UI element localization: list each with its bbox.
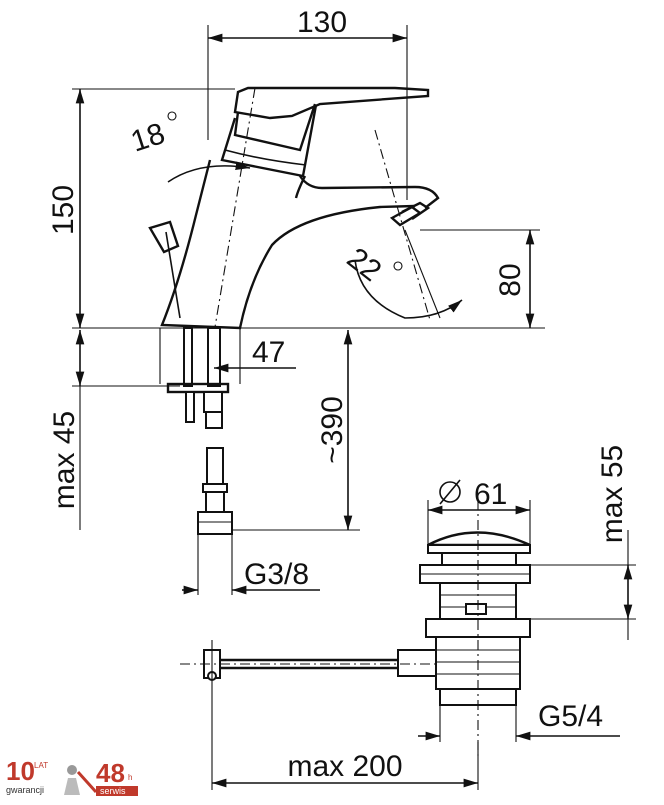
- dimension-g38: G3/8: [182, 534, 320, 595]
- degree-icon: [167, 111, 177, 121]
- lift-rod: [180, 640, 440, 790]
- dim-47-label: 47: [252, 336, 285, 369]
- dim-130-label: 130: [297, 6, 347, 39]
- dim-150-label: 150: [47, 185, 80, 235]
- angle-18-label: 18: [127, 117, 169, 159]
- dimension-diameter-61: 61: [427, 478, 531, 545]
- service-badge: 48 h serwis: [64, 758, 138, 796]
- diameter-icon: [439, 479, 461, 505]
- warranty-label: gwarancji: [6, 785, 44, 795]
- warranty-unit: LAT: [34, 761, 48, 770]
- dimension-max-200: max 200: [212, 742, 479, 790]
- dim-80-label: 80: [494, 263, 527, 296]
- warranty-badge: 10 LAT gwarancji: [6, 756, 48, 795]
- dimension-130: 130: [207, 6, 408, 200]
- dim-g38-label: G3/8: [244, 558, 309, 591]
- degree-icon: [393, 261, 403, 271]
- tailpieces: [159, 327, 241, 429]
- angle-22-label: 22: [341, 242, 388, 289]
- angle-22: 22: [341, 229, 463, 319]
- dimension-150: 150: [47, 88, 235, 328]
- dimension-390: ~390: [230, 330, 360, 531]
- dim-max200-label: max 200: [287, 750, 402, 783]
- angle-18: 18: [127, 111, 251, 183]
- dimension-80: 80: [420, 229, 540, 328]
- faucet-body: [148, 86, 440, 346]
- service-label: serwis: [100, 786, 126, 796]
- wrench-icon: [64, 765, 98, 795]
- service-unit: h: [128, 773, 132, 782]
- dim-max45-label: max 45: [48, 411, 81, 509]
- service-number: 48: [96, 758, 125, 788]
- dim-390-label: ~390: [316, 396, 349, 464]
- pop-up-waste: [397, 500, 531, 760]
- dim-61-label: 61: [474, 478, 507, 511]
- dim-max55-label: max 55: [596, 445, 629, 543]
- supply-hose: [197, 447, 233, 535]
- dimension-max-45: max 45: [48, 330, 180, 530]
- warranty-number: 10: [6, 756, 35, 786]
- dimension-max-55: max 55: [530, 445, 636, 640]
- dimension-47: 47: [214, 336, 296, 373]
- dim-g54-label: G5/4: [538, 700, 603, 733]
- dimension-g54: G5/4: [418, 700, 620, 742]
